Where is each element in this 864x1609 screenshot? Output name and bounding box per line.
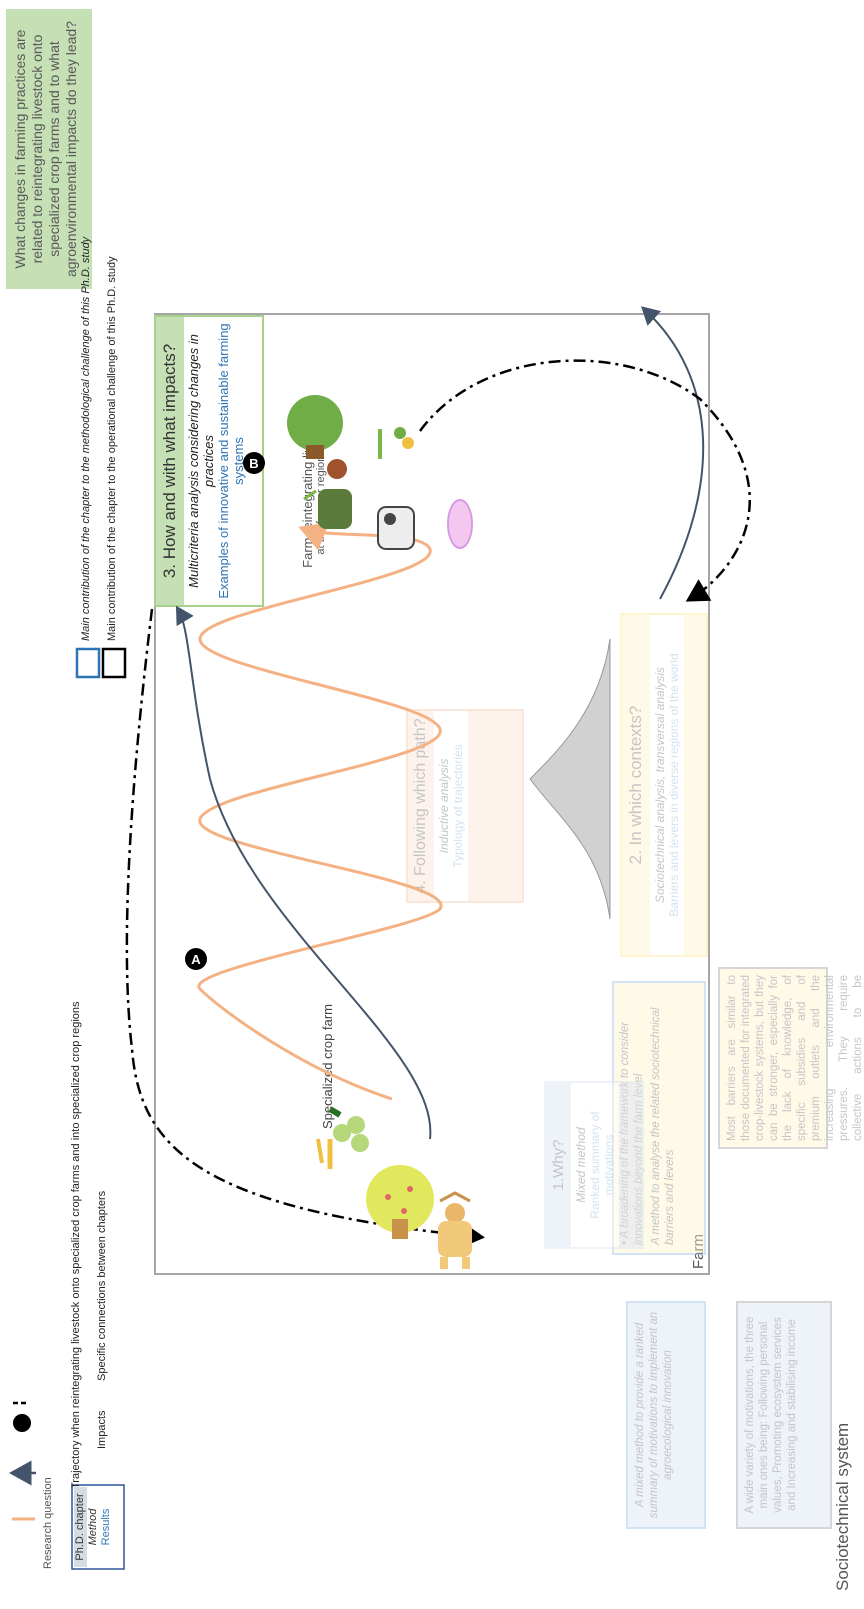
impact-arrow-to-reintegrating	[641, 306, 705, 600]
legend-operational-text: Main contribution of the chapter to the …	[106, 256, 118, 641]
wheat-icon	[316, 1138, 333, 1169]
context-funnel	[529, 638, 611, 920]
legend-research-question-text: Research question	[42, 1477, 54, 1569]
grapes-icon	[328, 1106, 369, 1152]
legend-impacts: Impacts	[96, 1410, 108, 1449]
plant-icon	[378, 427, 414, 459]
legend-chapter-results: Results	[100, 1508, 112, 1546]
connection-a-line	[125, 608, 485, 1248]
legend-operational-box	[101, 647, 127, 679]
connection-a-marker: A	[185, 948, 207, 970]
legend-trajectory-text: Trajectory when reintegrating livestock …	[70, 1001, 82, 1489]
tree-icon	[287, 395, 343, 459]
crop-farmer-icon	[438, 1191, 472, 1269]
legend-connections-text: Specific connections between chapters	[96, 1190, 108, 1381]
trajectory-curve	[197, 522, 443, 1101]
legend-methodological-box	[75, 647, 101, 679]
legend-impacts-text: Impacts	[96, 1410, 108, 1449]
connection-b-line	[418, 359, 751, 602]
connection-b-label: B	[249, 456, 258, 471]
legend-chapter-title: Ph.D. chapter	[74, 1487, 87, 1567]
connection-a-label: A	[191, 952, 201, 967]
pig-icon	[447, 499, 473, 549]
impact-arrow-to-impacts	[175, 605, 432, 1140]
legend-connection-symbol	[12, 1401, 31, 1432]
legend-trajectory: Trajectory when reintegrating livestock …	[70, 1001, 82, 1489]
fruit-tree-icon	[366, 1165, 434, 1239]
legend-chapter-method: Method	[87, 1508, 99, 1546]
legend-chapter-box: Ph.D. chapter Method Results	[74, 1487, 113, 1567]
livestock-farmer-icon	[303, 459, 352, 529]
legend-connections: Specific connections between chapters	[96, 1191, 108, 1381]
cow-icon	[377, 506, 415, 550]
legend-methodological: Main contribution of the chapter to the …	[80, 237, 92, 641]
legend-research-question: Research question	[42, 1477, 54, 1569]
connection-b-marker: B	[243, 452, 265, 474]
legend-methodological-text: Main contribution of the chapter to the …	[80, 236, 92, 641]
legend-operational: Main contribution of the chapter to the …	[106, 256, 118, 641]
